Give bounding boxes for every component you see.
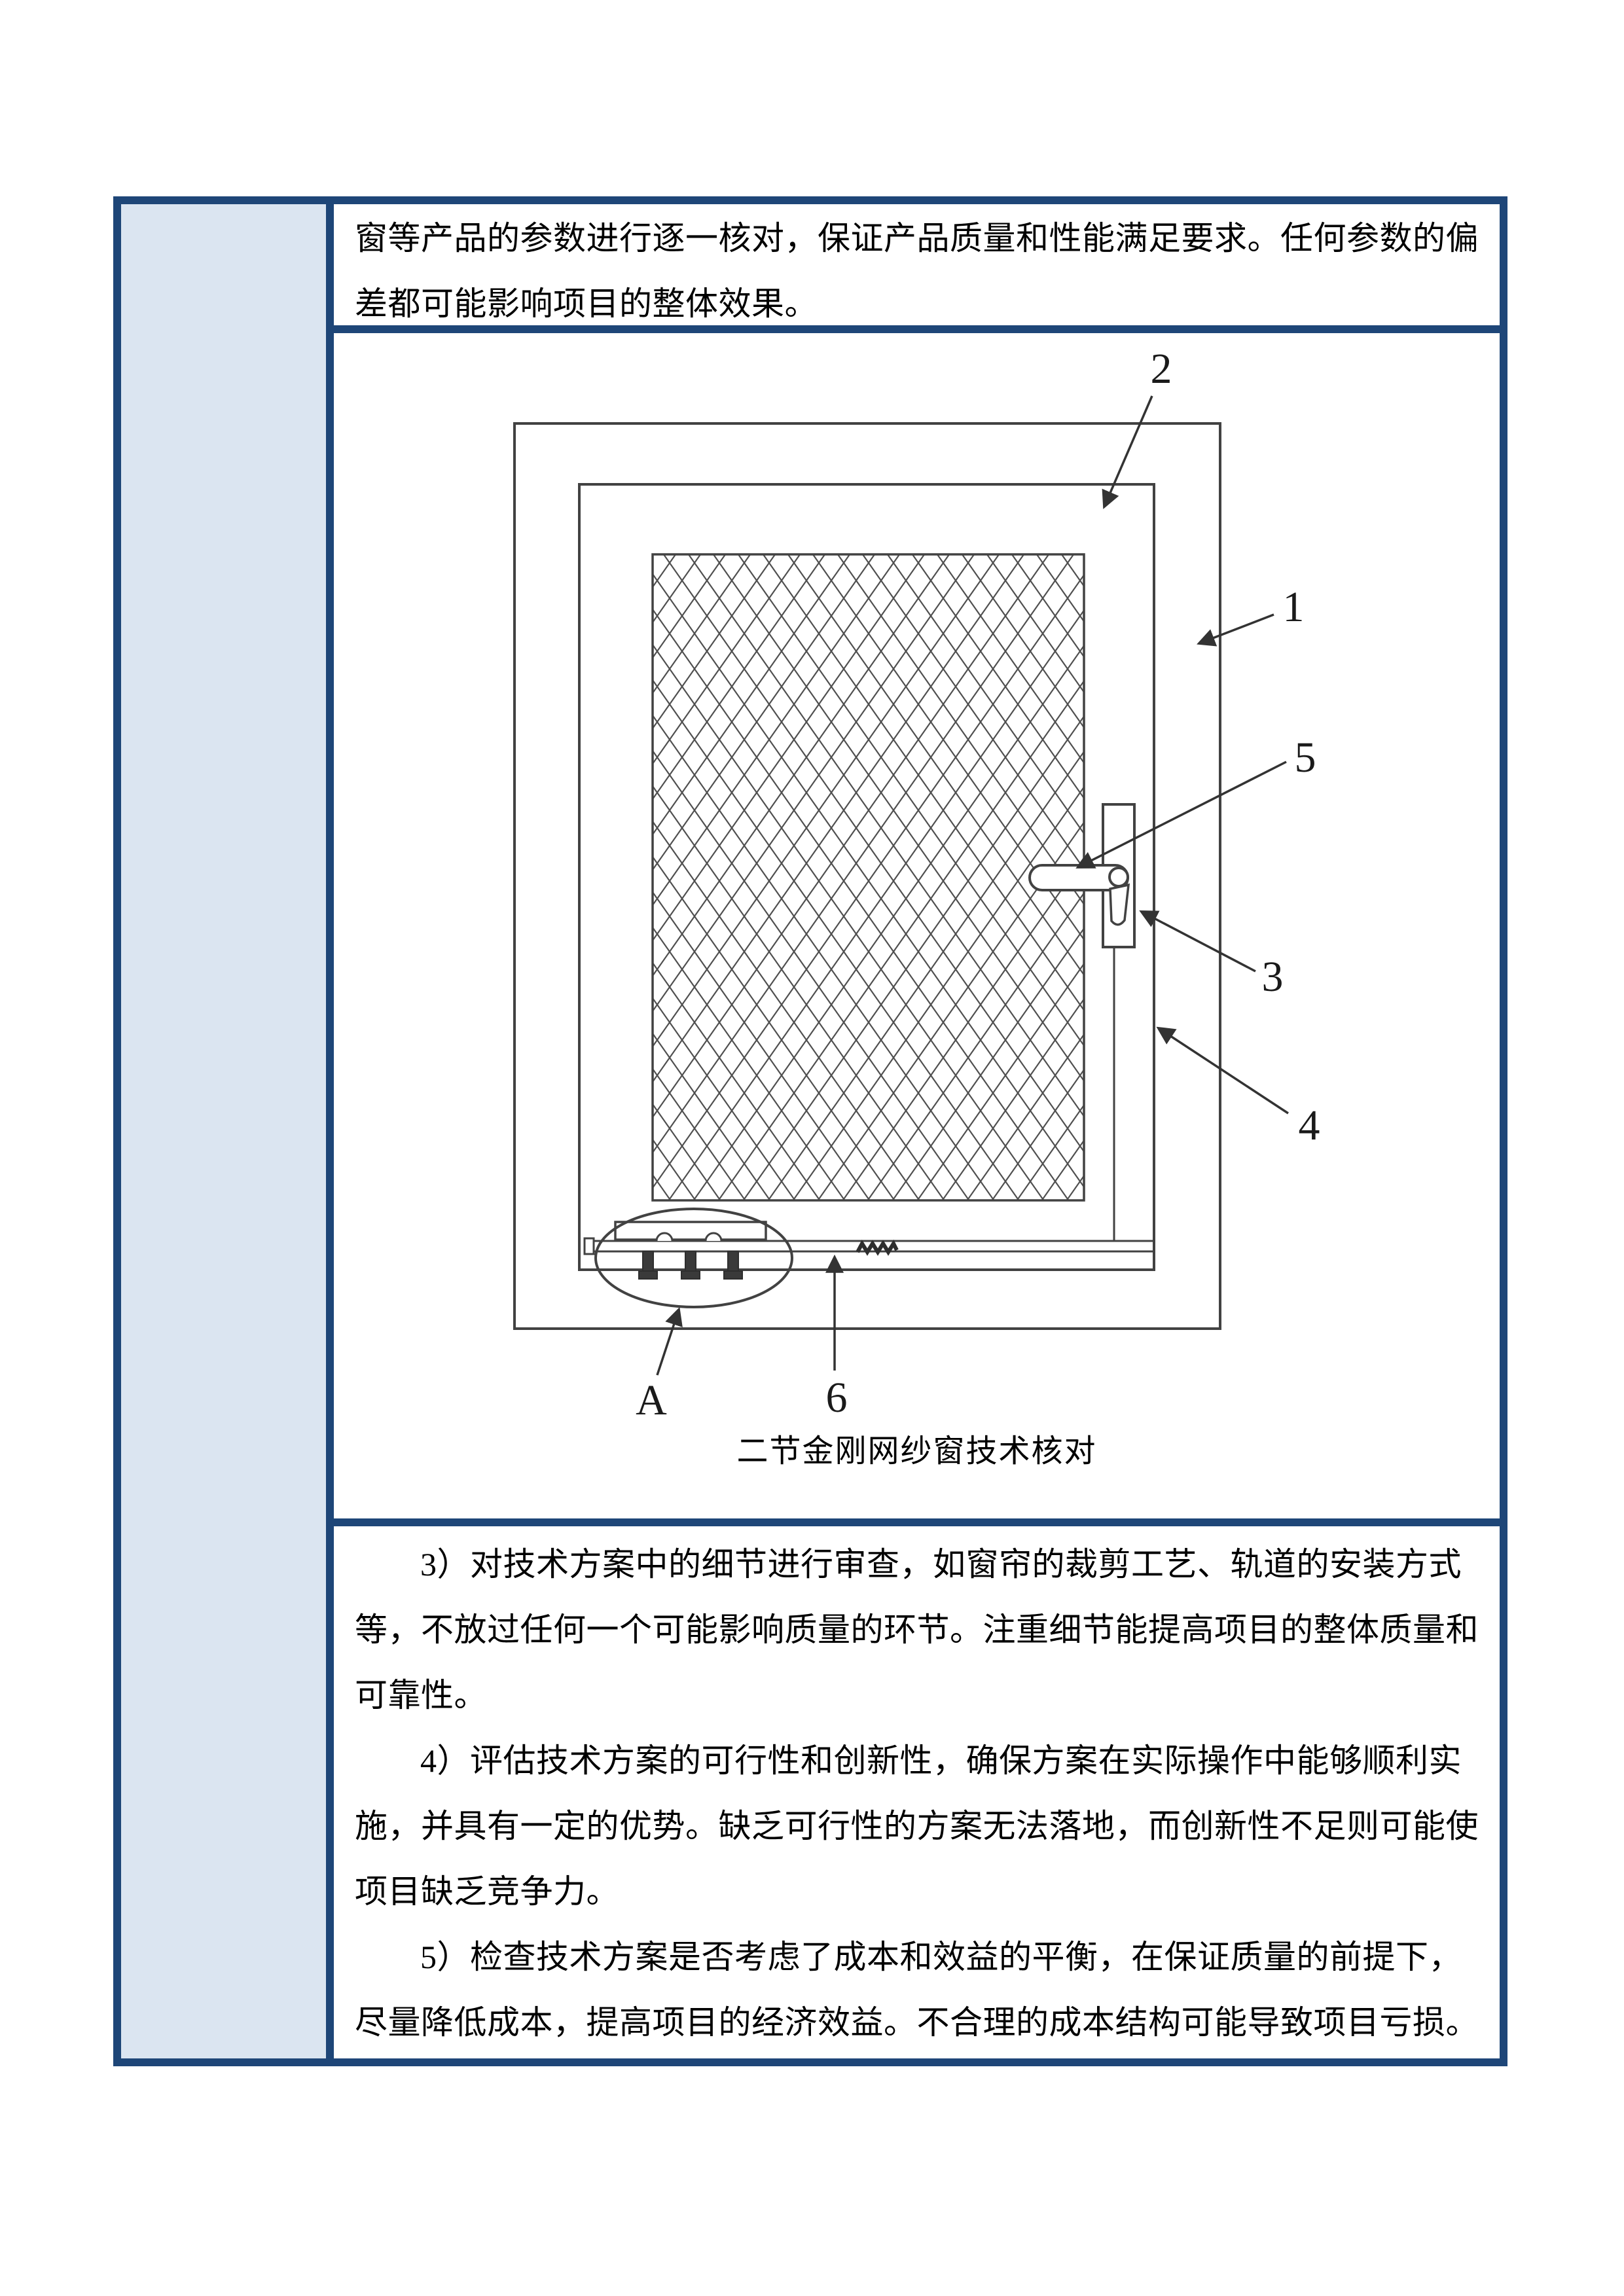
mesh-window-figure: 2 1 5 3 4 A 6 — [513, 345, 1320, 1424]
intro-line: 窗等产品的参数进行逐一核对，保证产品质量和性能满足要求。任何参数的偏 — [355, 220, 1479, 257]
rail-end-cap — [583, 1237, 595, 1255]
figure-label-3: 3 — [1262, 953, 1284, 1001]
figure-label-5: 5 — [1295, 734, 1316, 781]
outer-frame-rect — [513, 422, 1221, 1330]
figure-label-2: 2 — [1151, 345, 1172, 393]
body-line: 尽量降低成本，提高项目的经济效益。不合理的成本结构可能导致项目亏损。 — [355, 2004, 1479, 2041]
leader-part2 — [1102, 395, 1153, 509]
figure-cell: 2 1 5 3 4 A 6 二节金刚网纱窗技术核对 — [334, 333, 1500, 1526]
intro-text-cell: 窗等产品的参数进行逐一核对，保证产品质量和性能满足要求。任何参数的偏 差都可能影… — [334, 204, 1500, 333]
detail-ellipse — [594, 1208, 793, 1308]
figure-caption: 二节金刚网纱窗技术核对 — [736, 1434, 1097, 1469]
inner-frame-rect — [578, 483, 1155, 1271]
figure-label-A: A — [636, 1376, 667, 1424]
leader-part3 — [1139, 910, 1256, 973]
body-line: 施，并具有一定的优势。缺乏可行性的方案无法落地，而创新性不足则可能使 — [355, 1808, 1479, 1844]
intro-textblock: 窗等产品的参数进行逐一核对，保证产品质量和性能满足要求。任何参数的偏 差都可能影… — [334, 204, 1500, 336]
leader-part5 — [1075, 761, 1287, 869]
body-line: 项目缺乏竞争力。 — [355, 1873, 619, 1910]
leader-detailA — [656, 1307, 683, 1376]
figure-label-6: 6 — [826, 1374, 848, 1422]
intro-line: 差都可能影响项目的整体效果。 — [355, 285, 818, 322]
content-column: 窗等产品的参数进行逐一核对，保证产品质量和性能满足要求。任何参数的偏 差都可能影… — [334, 204, 1500, 2058]
body-line: 4）评估技术方案的可行性和创新性，确保方案在实际操作中能够顺利实 — [420, 1742, 1462, 1779]
body-text-cell: 3）对技术方案中的细节进行审查，如窗帘的裁剪工艺、轨道的安装方式 等，不放过任何… — [334, 1526, 1500, 2058]
latch-tongue — [1109, 883, 1130, 926]
body-line: 等，不放过任何一个可能影响质量的环节。注重细节能提高项目的整体质量和 — [355, 1611, 1479, 1648]
body-line: 可靠性。 — [355, 1677, 487, 1713]
roller-bump — [655, 1232, 674, 1242]
leader-part4 — [1156, 1026, 1289, 1115]
leader-part1 — [1197, 613, 1274, 647]
document-table: 窗等产品的参数进行逐一核对，保证产品质量和性能满足要求。任何参数的偏 差都可能影… — [113, 196, 1507, 2066]
body-line: 5）检查技术方案是否考虑了成本和效益的平衡，在保证质量的前提下， — [420, 1939, 1462, 1975]
handle-pivot — [1108, 867, 1129, 888]
roller-bump — [704, 1232, 723, 1242]
mesh-panel — [651, 553, 1085, 1202]
figure-label-4: 4 — [1299, 1102, 1320, 1149]
carriage-plate — [614, 1221, 767, 1241]
figure-label-1: 1 — [1283, 583, 1305, 631]
lock-bolts — [638, 1251, 743, 1280]
sidebar-cell — [121, 204, 334, 2058]
rail-spring — [856, 1239, 899, 1256]
body-textblock: 3）对技术方案中的细节进行审查，如窗帘的裁剪工艺、轨道的安装方式 等，不放过任何… — [334, 1526, 1500, 2055]
body-line: 3）对技术方案中的细节进行审查，如窗帘的裁剪工艺、轨道的安装方式 — [420, 1546, 1462, 1583]
